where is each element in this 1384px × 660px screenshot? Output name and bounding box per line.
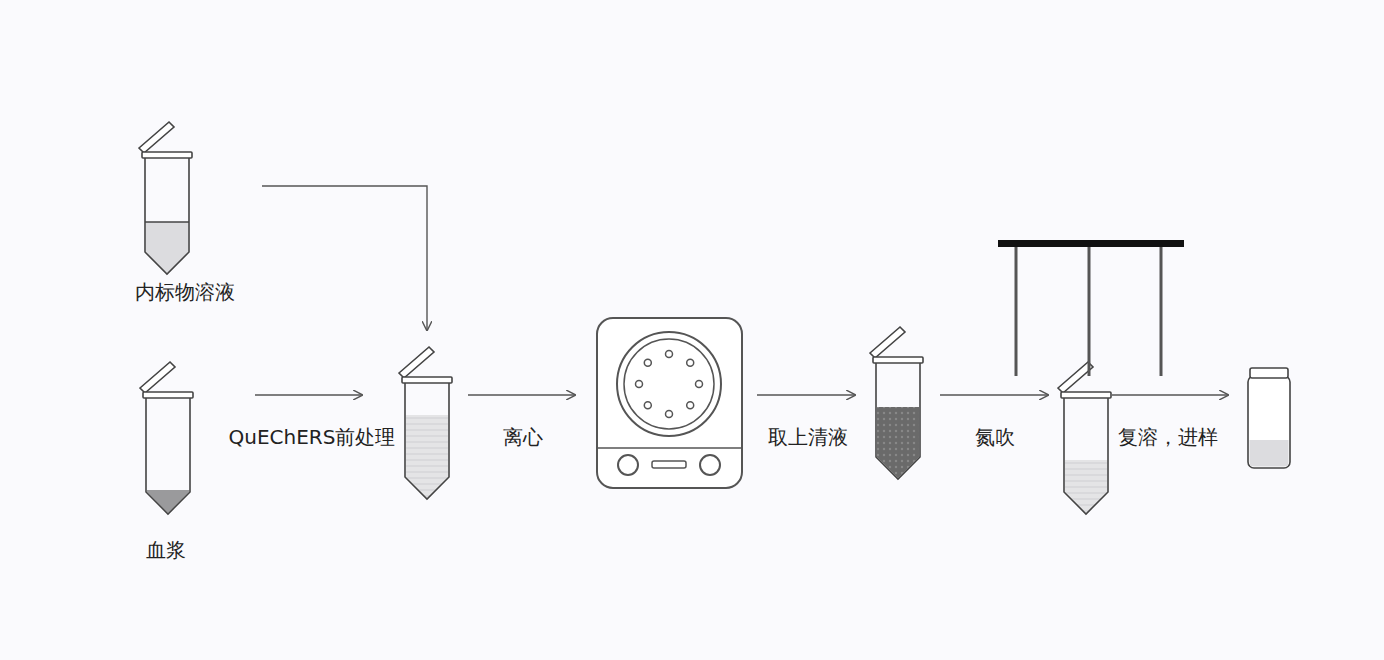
nitrogen-blower [998,240,1184,376]
tube-label: 内标物溶液 [135,280,235,304]
step-label: QuEChERS前处理 [226,424,399,450]
internal-standard-tube [139,122,192,274]
step-label: 取上清液 [765,424,851,450]
centrifuge [597,318,742,488]
supernatant-tube [870,327,923,479]
flow-arrows [255,186,1228,395]
step-label: 离心 [500,424,546,450]
sample-vial [1248,368,1290,468]
mixed-sample-tube [399,347,452,499]
step-label: 氮吹 [972,424,1018,450]
tube-node: 内标物溶液 [131,278,239,306]
plasma-tube [140,362,193,514]
evaporation-tube [1058,362,1111,514]
tube-node: 血浆 [142,536,190,564]
tube-label: 血浆 [146,538,186,562]
step-label: 复溶，进样 [1115,424,1221,450]
